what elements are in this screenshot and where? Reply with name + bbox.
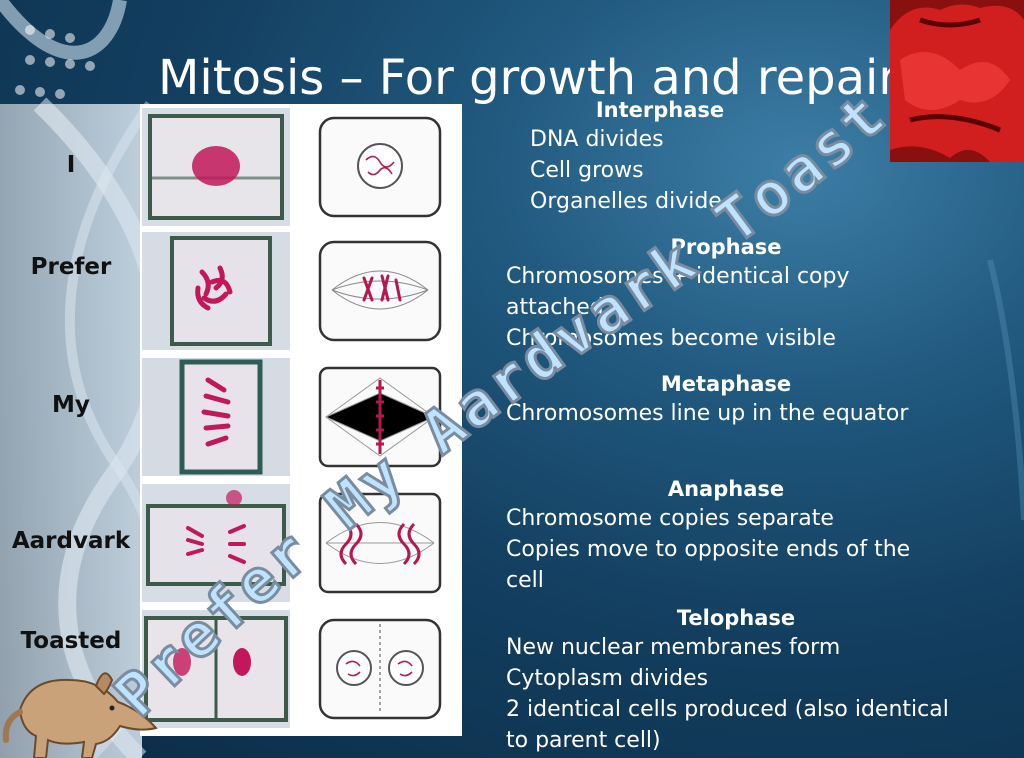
stage-line: DNA divides [530, 127, 664, 152]
mnemonic-word: Prefer [30, 254, 112, 280]
prophase-micrograph [142, 232, 290, 350]
stage-line: Chromosomes + identical copy [506, 264, 850, 289]
stage-line: Chromosomes line up in the equator [506, 401, 909, 426]
anaphase-micrograph [142, 484, 290, 602]
interphase-micrograph [142, 108, 290, 226]
mnemonic-word: My [52, 392, 90, 418]
slide-title: Mitosis – For growth and repair [158, 50, 899, 106]
stage-prophase: Prophase Chromosomes + identical copy at… [506, 233, 946, 354]
stage-interphase: Interphase DNA divides Cell grows Organe… [530, 96, 830, 217]
metaphase-drawing [318, 366, 442, 468]
metaphase-micrograph [142, 358, 290, 476]
stage-heading: Anaphase [667, 477, 785, 501]
stage-line: Copies move to opposite ends of the [506, 537, 911, 562]
mnemonic-strip [0, 104, 142, 758]
stage-line: Organelles divide [530, 189, 722, 214]
stage-line: Chromosome copies separate [506, 506, 834, 531]
mnemonic-word: Toasted [20, 628, 122, 654]
stage-heading: Interphase [595, 98, 725, 122]
stage-heading: Telophase [676, 606, 796, 630]
stage-line: cell [506, 568, 544, 593]
telophase-drawing [318, 618, 442, 720]
anaphase-drawing [318, 492, 442, 594]
telophase-micrograph [142, 610, 290, 728]
mitosis-diagram-panel [140, 104, 462, 736]
aardvark-icon [2, 672, 158, 758]
stage-heading: Prophase [670, 235, 782, 259]
mnemonic-word: I [66, 152, 76, 178]
stage-line: attached [506, 295, 604, 320]
stage-anaphase: Anaphase Chromosome copies separate Copi… [506, 475, 946, 596]
stage-telophase: Telophase New nuclear membranes form Cyt… [506, 604, 1006, 756]
interphase-drawing [318, 116, 442, 218]
stage-line: Cytoplasm divides [506, 666, 709, 691]
stage-line: Chromosomes become visible [506, 326, 836, 351]
stage-line: to parent cell) [506, 728, 661, 753]
stage-line: Cell grows [530, 158, 644, 183]
red-splat-icon [890, 0, 1024, 162]
mnemonic-word: Aardvark [11, 528, 131, 554]
stage-line: 2 identical cells produced (also identic… [506, 697, 949, 722]
stage-metaphase: Metaphase Chromosomes line up in the equ… [506, 370, 946, 429]
prophase-drawing [318, 240, 442, 342]
stage-line: New nuclear membranes form [506, 635, 841, 660]
stage-heading: Metaphase [660, 372, 792, 396]
